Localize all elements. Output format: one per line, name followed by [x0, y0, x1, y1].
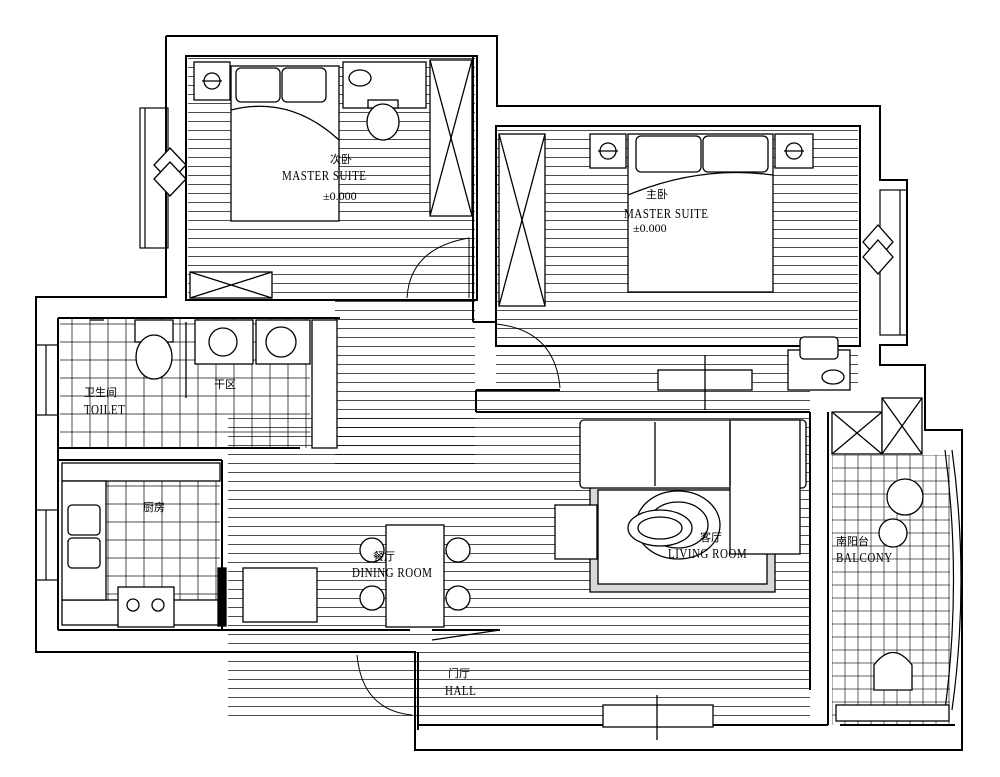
- windows: [35, 107, 962, 711]
- room-label-dry-area: 干区: [214, 379, 236, 391]
- door-bedroom-right: [495, 323, 561, 389]
- door-entry: [356, 654, 413, 716]
- room-label-bedroom-left-zh: 次卧: [330, 154, 352, 166]
- walls: [35, 35, 963, 751]
- room-label-toilet-zh: 卫生间: [84, 387, 117, 399]
- toilet-fixtures: [90, 319, 338, 449]
- room-label-balcony-zh: 南阳台: [836, 536, 869, 548]
- room-label-living-en: LIVING ROOM: [668, 546, 748, 562]
- dining-table: [359, 524, 501, 641]
- room-label-balcony-en: BALCONY: [836, 550, 893, 566]
- level-mark-bedroom-right: ±0.000: [633, 221, 667, 235]
- level-mark-bedroom-left: ±0.000: [323, 189, 357, 203]
- bedroom-right-furniture: [498, 133, 894, 410]
- room-label-living-zh: 客厅: [700, 532, 722, 544]
- room-label-bedroom-left-en: MASTER SUITE: [282, 168, 367, 184]
- kitchen-fixtures: [61, 462, 318, 628]
- room-label-toilet-en: TOILET: [84, 402, 126, 418]
- room-label-hall-en: HALL: [445, 683, 477, 699]
- room-label-bedroom-right-zh: 主卧: [646, 189, 668, 201]
- room-label-hall-zh: 门厅: [448, 668, 470, 680]
- door-bedroom-left: [406, 237, 470, 299]
- balcony-fixtures: [831, 397, 950, 722]
- living-furniture: [554, 419, 807, 740]
- bedroom-left-furniture: [153, 59, 473, 299]
- room-label-bedroom-right-en: MASTER SUITE: [624, 206, 709, 222]
- room-label-dining-zh: 餐厅: [373, 551, 395, 563]
- room-label-dining-en: DINING ROOM: [352, 565, 433, 581]
- room-label-kitchen: 厨房: [143, 502, 165, 514]
